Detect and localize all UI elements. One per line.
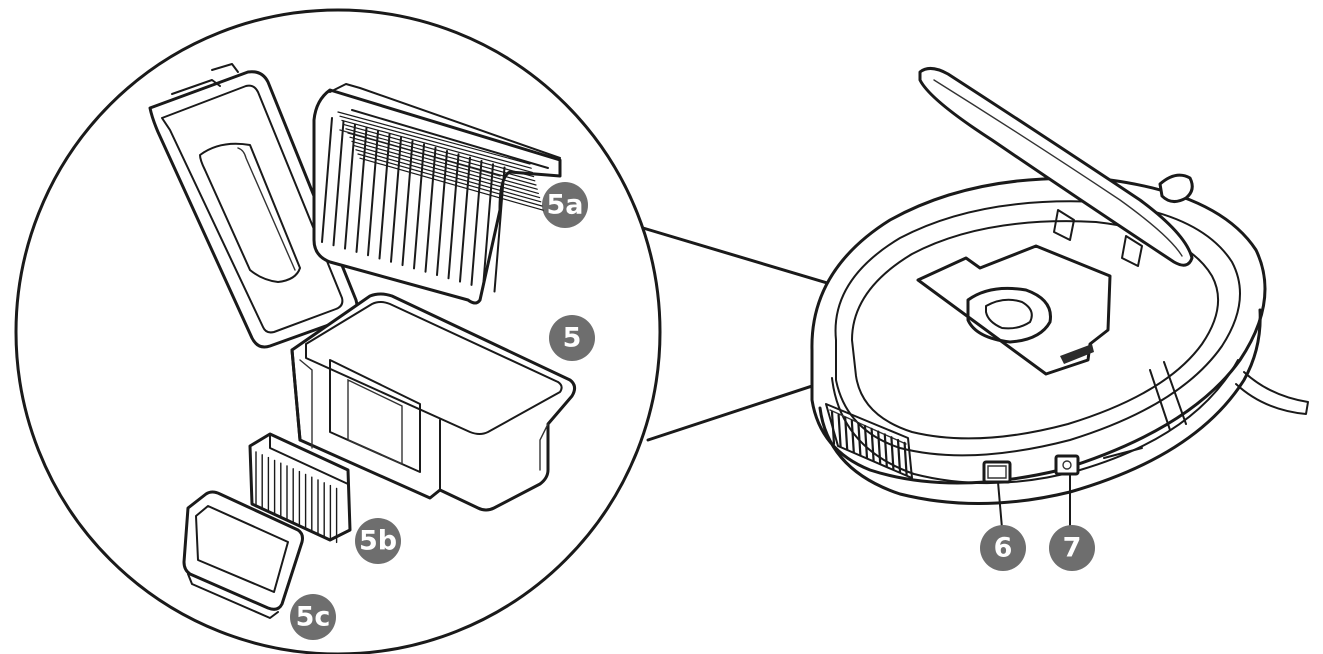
comb-rib (459, 156, 471, 283)
comb-slat (355, 149, 542, 203)
badge-5-label: 5 (563, 323, 582, 354)
badge-5b-label: 5b (359, 526, 397, 557)
badge-5a-label: 5a (546, 190, 583, 221)
magnifier-circle (14, 8, 662, 654)
filter-frame (182, 490, 304, 619)
comb-slat (343, 123, 535, 178)
comb-slat (341, 119, 534, 173)
comb-slat (351, 140, 540, 194)
vent-slot (890, 436, 895, 471)
comb-rib (321, 117, 333, 243)
badge-6-label: 6 (994, 533, 1013, 564)
badge-6: 6 (980, 525, 1026, 571)
comb-rib (332, 120, 345, 247)
comb-filter (312, 83, 562, 305)
badge-5b: 5b (355, 518, 401, 564)
hatch-details (255, 111, 908, 544)
comb-slat (337, 111, 531, 165)
vent-slot (870, 427, 875, 462)
comb-rib (344, 123, 356, 250)
vent-slot (850, 419, 855, 454)
vent-slot (857, 422, 862, 457)
vent-slot (877, 430, 882, 465)
vent-slot (903, 441, 908, 476)
vent-slot (883, 433, 888, 468)
badge-5c: 5c (290, 594, 336, 640)
vent-slot (896, 438, 902, 474)
charging-port (1054, 454, 1080, 476)
comb-slat (339, 115, 532, 169)
comb-slat (345, 128, 536, 182)
comb-rib (493, 166, 506, 293)
badge-5c-label: 5c (296, 602, 331, 633)
vent-slot (844, 416, 849, 451)
comb-rib (470, 159, 483, 286)
vent-slot (863, 424, 869, 460)
comb-slat (353, 145, 541, 199)
robot-vacuum (810, 67, 1309, 529)
badge-5a: 5a (542, 182, 588, 228)
comb-slat (357, 153, 543, 207)
comb-slat (349, 136, 538, 190)
badge-7-label: 7 (1063, 533, 1082, 564)
badge-5: 5 (549, 315, 595, 361)
comb-slat (347, 132, 537, 186)
comb-slat (359, 157, 544, 211)
vent-slot (830, 410, 836, 446)
comb-rib (482, 163, 494, 290)
dust-bin-body (290, 292, 577, 512)
vent-slot (837, 413, 842, 448)
badge-7: 7 (1049, 525, 1095, 571)
